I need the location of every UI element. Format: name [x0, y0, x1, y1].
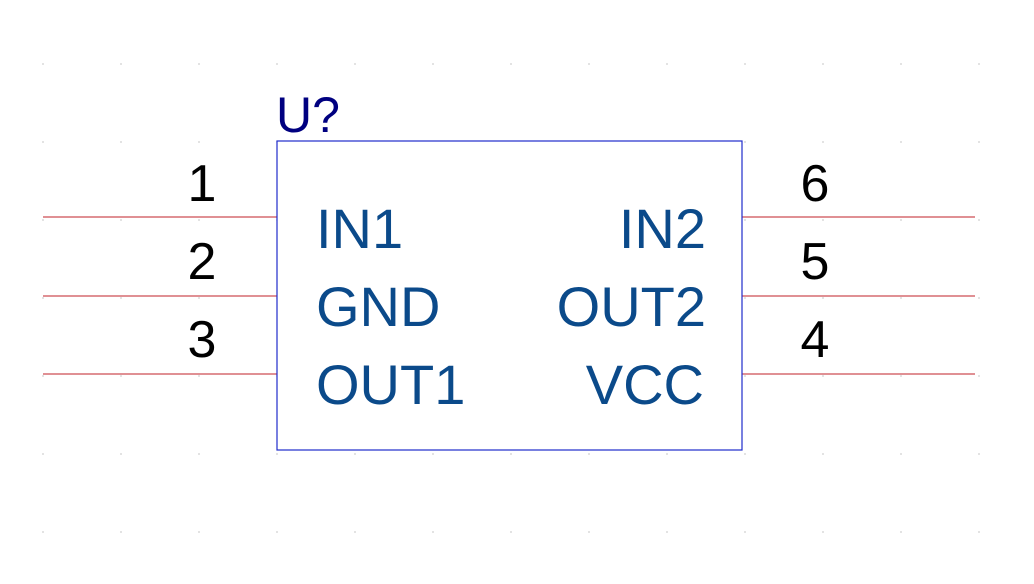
- grid-dot: [666, 531, 668, 533]
- grid-dot: [978, 219, 980, 221]
- grid-dot: [120, 453, 122, 455]
- pin-number-1: 1: [188, 155, 217, 213]
- grid-dot: [744, 453, 746, 455]
- grid-dot: [744, 297, 746, 299]
- pin-number-2: 2: [188, 233, 217, 291]
- grid-dot: [588, 63, 590, 65]
- grid-dot: [354, 531, 356, 533]
- grid-dot: [822, 219, 824, 221]
- grid-dot: [666, 63, 668, 65]
- grid-dot: [42, 531, 44, 533]
- pin-number-3: 3: [188, 311, 217, 369]
- grid-dot: [900, 141, 902, 143]
- grid-dot: [978, 375, 980, 377]
- grid-dot: [978, 63, 980, 65]
- grid-dot: [42, 375, 44, 377]
- grid-dot: [354, 453, 356, 455]
- grid-dot: [276, 531, 278, 533]
- grid-dot: [42, 297, 44, 299]
- pin-name-gnd: GND: [316, 275, 440, 338]
- grid-dot: [978, 141, 980, 143]
- grid-dot: [822, 453, 824, 455]
- grid-dot: [822, 297, 824, 299]
- grid-dot: [198, 141, 200, 143]
- grid-dot: [744, 141, 746, 143]
- grid-dot: [120, 297, 122, 299]
- grid-dot: [666, 453, 668, 455]
- grid-dot: [744, 375, 746, 377]
- grid-dot: [198, 219, 200, 221]
- grid-dot: [588, 531, 590, 533]
- grid-dot: [276, 63, 278, 65]
- grid-dot: [510, 531, 512, 533]
- grid-dot: [822, 375, 824, 377]
- grid-dot: [42, 219, 44, 221]
- grid-dot: [900, 375, 902, 377]
- pin-name-in2: IN2: [619, 197, 706, 260]
- grid-dot: [432, 63, 434, 65]
- pin-name-in1: IN1: [316, 197, 403, 260]
- designator-label[interactable]: U?: [276, 87, 340, 143]
- grid-dot: [276, 453, 278, 455]
- pin-number-4: 4: [801, 311, 830, 369]
- grid-dot: [120, 141, 122, 143]
- grid-dot: [744, 219, 746, 221]
- grid-dot: [120, 63, 122, 65]
- grid-dot: [744, 63, 746, 65]
- grid-dot: [198, 531, 200, 533]
- grid-dot: [510, 63, 512, 65]
- grid-dot: [120, 375, 122, 377]
- grid-dot: [198, 297, 200, 299]
- grid-dot: [900, 219, 902, 221]
- grid-dot: [822, 63, 824, 65]
- component-body[interactable]: [276, 140, 743, 451]
- pin-number-6: 6: [801, 155, 830, 213]
- grid-dot: [198, 63, 200, 65]
- grid-dot: [744, 531, 746, 533]
- grid-dot: [354, 63, 356, 65]
- grid-dot: [198, 375, 200, 377]
- grid-dot: [978, 453, 980, 455]
- grid-dot: [42, 63, 44, 65]
- grid-dot: [822, 531, 824, 533]
- grid-dot: [900, 531, 902, 533]
- grid-dot: [198, 453, 200, 455]
- grid-dot: [120, 531, 122, 533]
- grid-dot: [900, 63, 902, 65]
- pin-name-out2: OUT2: [557, 275, 706, 338]
- grid-dot: [432, 453, 434, 455]
- grid-dot: [42, 453, 44, 455]
- grid-dot: [120, 219, 122, 221]
- grid-dot: [432, 531, 434, 533]
- grid-dot: [900, 453, 902, 455]
- grid-dot: [822, 141, 824, 143]
- grid-dot: [978, 297, 980, 299]
- grid-dot: [42, 141, 44, 143]
- grid-dot: [900, 297, 902, 299]
- grid-dot: [978, 531, 980, 533]
- pin-name-vcc: VCC: [586, 353, 704, 416]
- pin-number-5: 5: [801, 233, 830, 291]
- grid-dot: [588, 453, 590, 455]
- pin-name-out1: OUT1: [316, 353, 465, 416]
- grid-dot: [510, 453, 512, 455]
